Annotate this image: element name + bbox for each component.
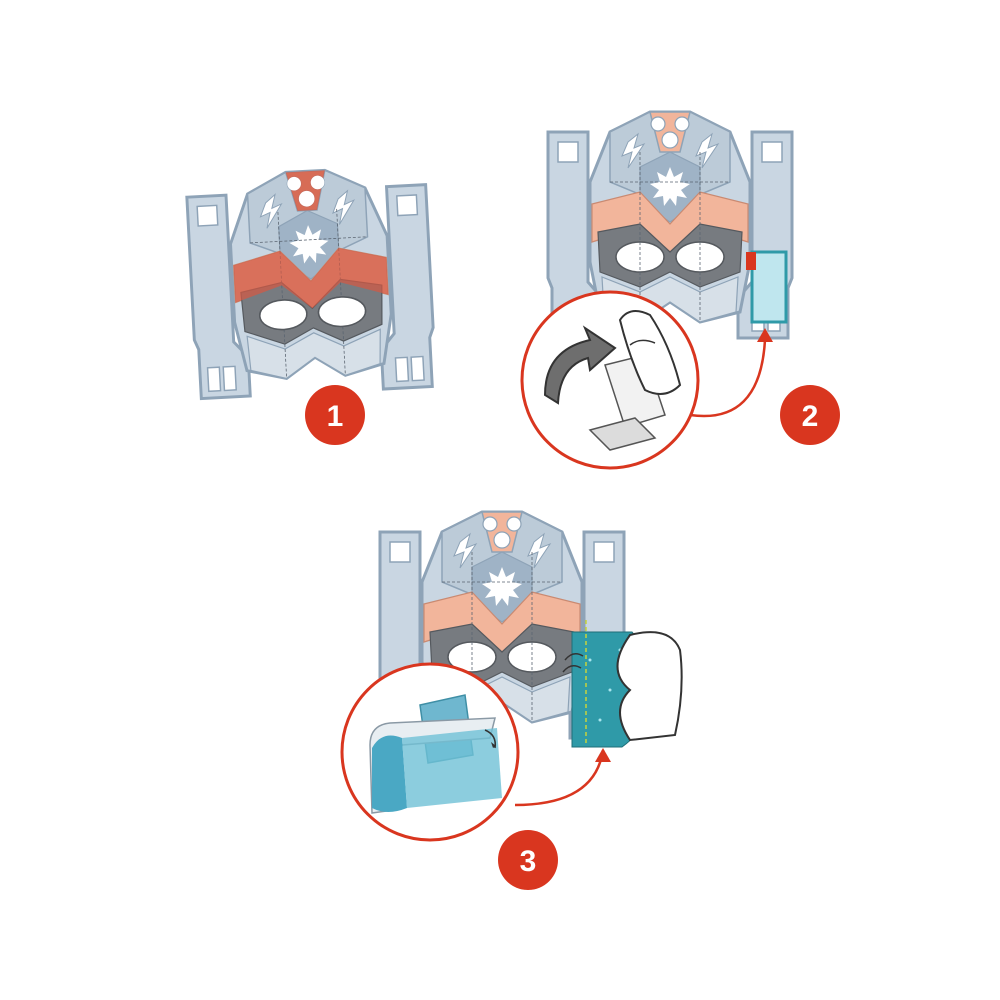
- step-3-badge: 3: [498, 830, 558, 890]
- step-3-arrow-head: [595, 748, 611, 762]
- step-2-badge: 2: [780, 385, 840, 445]
- svg-text:2: 2: [802, 400, 819, 433]
- step-3-group: 3: [340, 510, 683, 890]
- finished-mask-icon: [184, 163, 438, 401]
- template-mask-step-2: [546, 110, 794, 340]
- svg-text:1: 1: [327, 400, 344, 433]
- peel-sticker-icon: [520, 290, 700, 470]
- step-3-arrow: [514, 749, 605, 807]
- step-1-badge: 1: [305, 385, 365, 445]
- svg-text:3: 3: [520, 845, 537, 878]
- glitter-sheet-closeup: [340, 662, 520, 842]
- step-2-arrow: [689, 339, 767, 418]
- apply-glitter-sheet-icon: [562, 620, 683, 748]
- step-1-group: 1: [184, 163, 438, 445]
- step-2-group: 2: [520, 110, 840, 470]
- step-2-arrow-head: [757, 328, 773, 342]
